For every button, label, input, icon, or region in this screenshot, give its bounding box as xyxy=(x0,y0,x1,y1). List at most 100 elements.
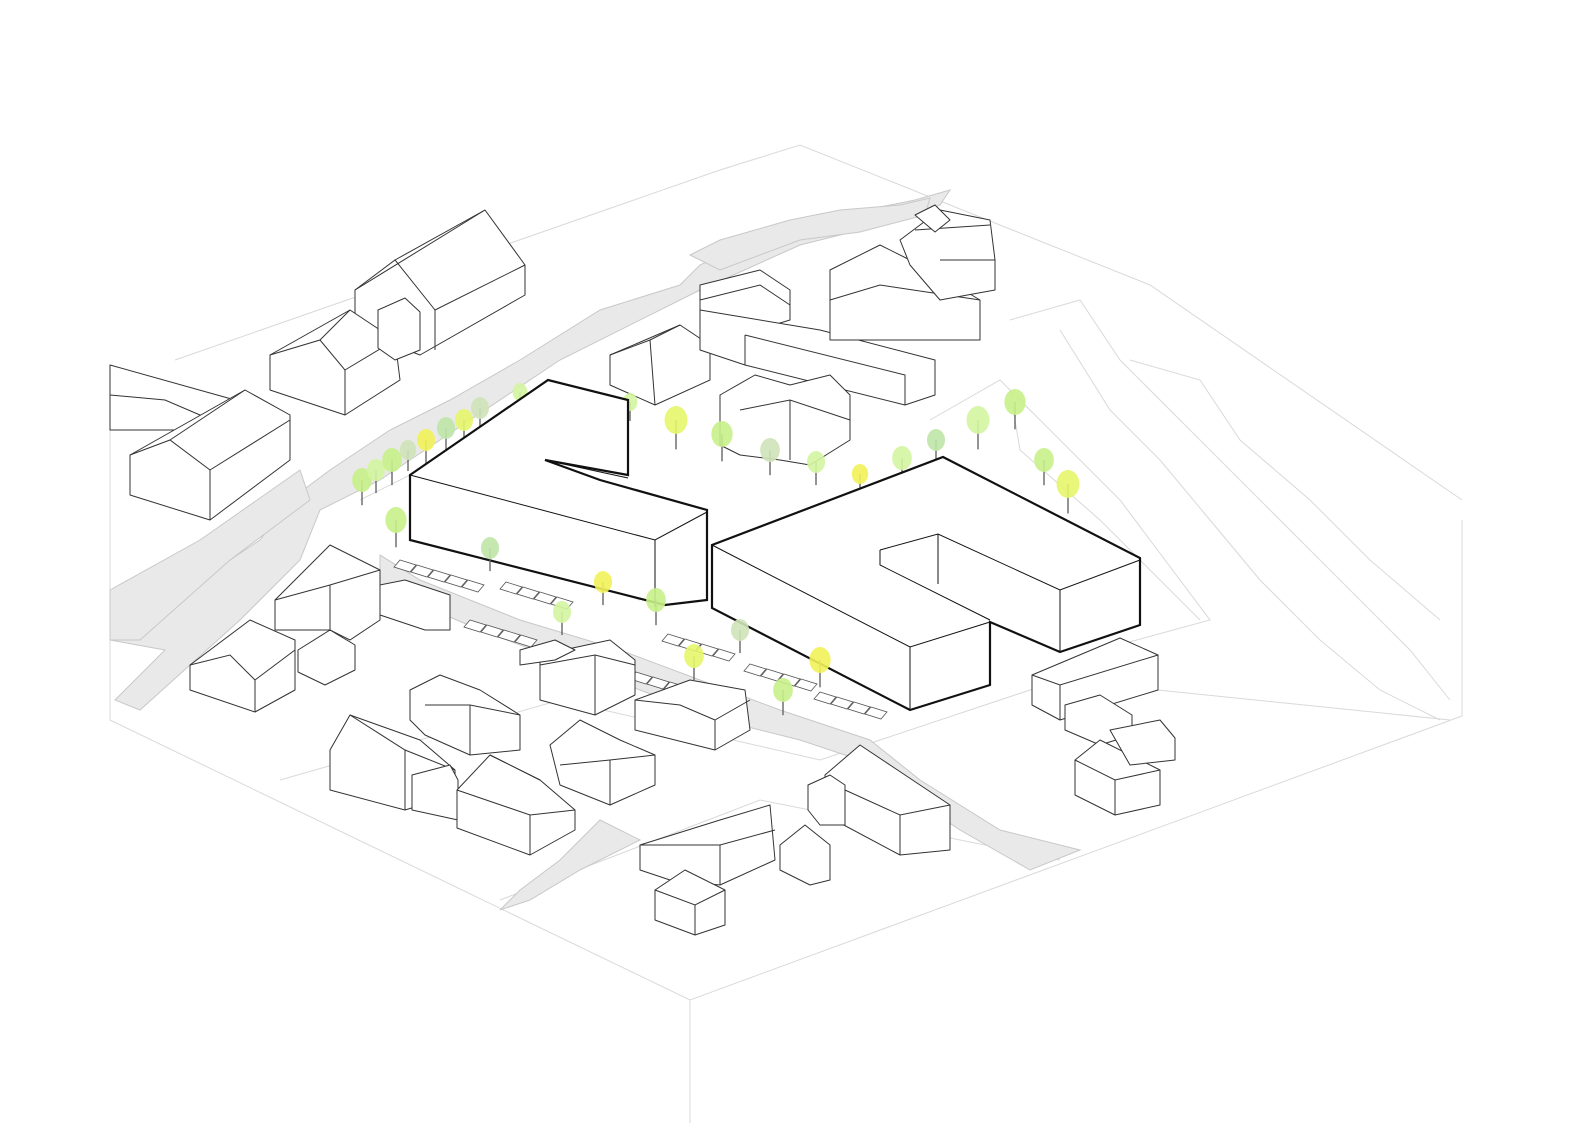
parking-bay xyxy=(533,591,557,605)
parking-bay xyxy=(444,574,468,588)
tree xyxy=(1004,389,1026,430)
tree-canopy xyxy=(966,406,990,434)
house-s-5 xyxy=(411,764,459,821)
tree-canopy xyxy=(684,644,704,668)
tree-canopy xyxy=(664,406,688,434)
parking-bay xyxy=(661,633,685,647)
parking-bay xyxy=(712,648,736,662)
parking-bay xyxy=(463,619,487,633)
house-ne-2 xyxy=(899,209,996,301)
house-se-4 xyxy=(654,869,726,936)
tree-canopy xyxy=(1004,389,1026,415)
tree xyxy=(773,678,793,716)
house-n-cross xyxy=(719,374,851,466)
tree xyxy=(436,417,456,452)
upper-road-bend xyxy=(688,197,931,271)
back-boundary xyxy=(174,144,1463,501)
upper-road xyxy=(109,189,952,711)
house-e-3 xyxy=(1074,739,1161,816)
contour-4 xyxy=(1009,389,1201,621)
side-street xyxy=(499,819,642,911)
tree xyxy=(480,537,500,572)
tree-canopy xyxy=(366,459,386,481)
tree-canopy xyxy=(809,647,831,673)
tree-canopy xyxy=(851,464,869,484)
house-sw-3 xyxy=(297,629,356,686)
house-n-2 xyxy=(609,324,711,406)
parking-bay xyxy=(499,581,523,595)
house-s-3 xyxy=(409,674,521,756)
tree-canopy xyxy=(352,468,372,492)
house-nw-small xyxy=(269,309,401,416)
tree xyxy=(352,468,372,506)
proposed-building-east xyxy=(710,455,1142,712)
house-se-2 xyxy=(807,774,846,826)
contour-2 xyxy=(1059,329,1441,721)
tree-canopy xyxy=(382,448,402,472)
tree xyxy=(1056,470,1080,514)
tree-canopy xyxy=(730,619,750,641)
tree-canopy xyxy=(711,421,733,447)
tree xyxy=(416,429,436,464)
parking-bay xyxy=(813,691,837,705)
parking-bay xyxy=(743,663,767,677)
house-west xyxy=(129,389,291,521)
tree-canopy xyxy=(470,397,490,419)
tree xyxy=(399,440,417,471)
tree-canopy xyxy=(436,417,456,439)
contour-1 xyxy=(1009,299,1451,701)
contour-3 xyxy=(1129,359,1441,621)
house-nw-annex xyxy=(377,297,421,361)
house-s-2 xyxy=(519,639,576,666)
tree xyxy=(966,406,990,450)
house-s-7 xyxy=(549,719,656,806)
parking-bay xyxy=(516,586,540,600)
west-road xyxy=(109,469,311,641)
parking-bay xyxy=(830,696,854,710)
tree-canopy xyxy=(892,446,912,470)
parking-bay xyxy=(794,678,818,692)
parking-bay xyxy=(461,579,485,593)
house-e-1 xyxy=(1031,637,1159,721)
tree-canopy xyxy=(646,588,666,612)
tree-canopy xyxy=(454,409,474,431)
tree-canopy xyxy=(1056,470,1080,498)
tree xyxy=(552,601,572,636)
house-s-6 xyxy=(456,754,576,856)
site-ground-lines xyxy=(109,144,1463,1123)
parking-bay xyxy=(427,569,451,583)
parking-bay xyxy=(410,564,434,578)
tree-canopy xyxy=(926,429,946,451)
tree xyxy=(809,647,831,688)
trees-back-row xyxy=(352,383,1080,548)
tree xyxy=(711,421,733,462)
tree xyxy=(382,448,402,486)
parking-bay xyxy=(847,701,871,715)
tree-canopy xyxy=(1034,448,1054,472)
house-sw-4 xyxy=(379,579,451,631)
tree xyxy=(593,571,613,606)
tree xyxy=(1034,448,1054,486)
tree-canopy xyxy=(399,440,417,460)
tree-canopy xyxy=(806,451,826,473)
house-sw-2 xyxy=(189,619,296,713)
house-sw-1 xyxy=(274,544,381,641)
contour-5 xyxy=(929,379,1211,651)
tree-canopy xyxy=(480,537,500,559)
tree-canopy xyxy=(760,438,780,462)
tree xyxy=(646,588,666,626)
tree xyxy=(730,619,750,654)
existing-buildings-north xyxy=(109,204,996,521)
parking-bay xyxy=(497,629,521,643)
tree-canopy xyxy=(416,429,436,451)
house-ne-1 xyxy=(829,244,981,341)
tree xyxy=(385,507,407,548)
tree xyxy=(760,438,780,476)
parking-bay xyxy=(646,676,670,690)
tree-canopy xyxy=(773,678,793,702)
tree xyxy=(366,459,386,494)
parking-bay xyxy=(864,706,888,720)
trees-front-row xyxy=(480,537,831,716)
